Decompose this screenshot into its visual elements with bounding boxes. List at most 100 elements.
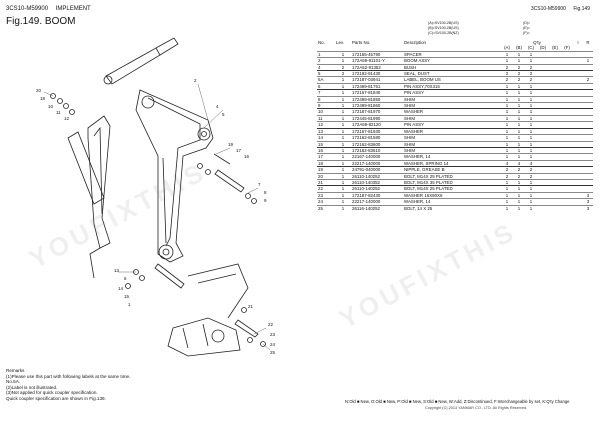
cell-part-no: 172155-45790 — [352, 51, 381, 57]
callout-23: 23 — [270, 332, 276, 337]
col-qty: Q'ty — [533, 40, 541, 45]
header-right: 3CS10-M59900 Fig.149 — [525, 6, 590, 12]
cell-lev: 1 — [341, 83, 345, 89]
cell-qty-b: 1 — [517, 103, 521, 109]
cell-part-no: 172167-81930 — [352, 128, 381, 134]
cell-qty-c: 1 — [529, 90, 533, 96]
cell-qty-c: 1 — [529, 122, 533, 128]
cell-no: 10 — [318, 109, 323, 115]
cell-qty-a: 1 — [505, 109, 509, 115]
cell-part-no: 172A69-82120 — [352, 122, 381, 128]
callout-9: 9 — [264, 198, 267, 203]
cell-qty-b: 1 — [517, 122, 521, 128]
cell-lev: 1 — [341, 115, 345, 121]
cell-lev: 1 — [341, 51, 345, 57]
cell-qty-e — [549, 205, 561, 211]
cell-description: SHIM — [404, 103, 415, 109]
remark-line: Quick coupler specification are shown in… — [6, 395, 106, 401]
model-code-right: 3CS10-M59900 — [530, 6, 566, 12]
cell-qty-c: 1 — [529, 186, 533, 192]
cell-qty-a: 1 — [505, 186, 509, 192]
cell-description: BOOM ASSY — [404, 58, 431, 64]
cell-qty-c: 4 — [529, 160, 533, 166]
cell-lev: 2 — [341, 71, 345, 77]
cell-qty-a: 1 — [505, 135, 509, 141]
cell-qty-a: 1 — [505, 58, 509, 64]
cell-part-no: 172445-81990 — [352, 115, 381, 121]
cell-qty-c: 2 — [529, 64, 533, 70]
cell-no: 1 — [318, 51, 321, 57]
cell-qty-a: 2 — [505, 77, 509, 83]
cell-i — [573, 205, 583, 211]
callout-25: 25 — [270, 350, 276, 355]
cell-description: PIN ASSY — [404, 122, 425, 128]
cell-qty-b: 1 — [517, 205, 521, 211]
variant-extra-legend: (D)= (E)= (F)= — [523, 21, 530, 36]
cell-no: 25 — [318, 205, 323, 211]
cell-description: SHIM — [404, 147, 415, 153]
callout-22: 22 — [268, 322, 274, 327]
callout-6: 6 — [124, 276, 127, 281]
cell-no: 15 — [318, 141, 323, 147]
col-lev: Lev. — [336, 40, 344, 45]
col-c: (C) — [527, 45, 535, 51]
variant-c: (C)=SV100-2B(NZ) — [428, 31, 459, 35]
cell-qty-a: 1 — [505, 96, 509, 102]
fig-label: Fig.149. — [6, 16, 43, 27]
cell-qty-b: 2 — [517, 71, 521, 77]
cell-qty-b: 1 — [517, 83, 521, 89]
cell-qty-c: 1 — [529, 103, 533, 109]
cell-qty-b: 4 — [517, 160, 521, 166]
cell-lev: 1 — [341, 173, 345, 179]
cell-no: 8 — [318, 96, 321, 102]
cell-qty-c: 2 — [529, 167, 533, 173]
remark-line: (1)Please use this part with following l… — [6, 373, 131, 379]
col-b: (B) — [516, 45, 522, 51]
col-r: R — [586, 40, 590, 45]
variant-a: (A)=SV100-2B(US) — [428, 21, 459, 25]
cell-description: BUSH — [404, 64, 417, 70]
cell-qty-a: 2 — [505, 173, 509, 179]
col-i: I — [577, 40, 579, 45]
cell-qty-a: 1 — [505, 115, 509, 121]
cell-lev: 1 — [341, 167, 345, 173]
cell-part-no: 22217-140000 — [352, 199, 381, 205]
callout-1: 1 — [128, 302, 131, 307]
cell-no: 5 — [318, 71, 321, 77]
cell-qty-b: 1 — [517, 192, 521, 198]
cell-qty-b: 2 — [517, 77, 521, 83]
cell-qty-b: 1 — [517, 199, 521, 205]
cell-qty-c: 1 — [529, 128, 533, 134]
callout-10: 10 — [48, 104, 54, 109]
callout-20: 20 — [36, 88, 42, 93]
cell-no: 14 — [318, 135, 323, 141]
cell-qty-a: 1 — [505, 128, 509, 134]
callout-15: 15 — [124, 294, 130, 299]
cell-no: 7 — [318, 90, 321, 96]
cell-r: 3 — [586, 192, 590, 198]
variant-d: (D)= — [523, 21, 531, 25]
cell-qty-c: 1 — [529, 147, 533, 153]
cell-lev: 1 — [341, 96, 345, 102]
cell-lev: 1 — [341, 122, 345, 128]
cell-description: SHIM — [404, 96, 415, 102]
fig-name: BOOM — [44, 16, 76, 27]
cell-qty-d — [537, 205, 549, 211]
callout-18: 18 — [40, 96, 46, 101]
cell-qty-c: 2 — [529, 77, 533, 83]
variant-b: (B)=SV100-2B(US) — [428, 26, 459, 30]
cell-description: WASHER, 14 — [404, 154, 431, 160]
cell-no: 2 — [318, 58, 321, 64]
cell-no: 19 — [318, 167, 323, 173]
